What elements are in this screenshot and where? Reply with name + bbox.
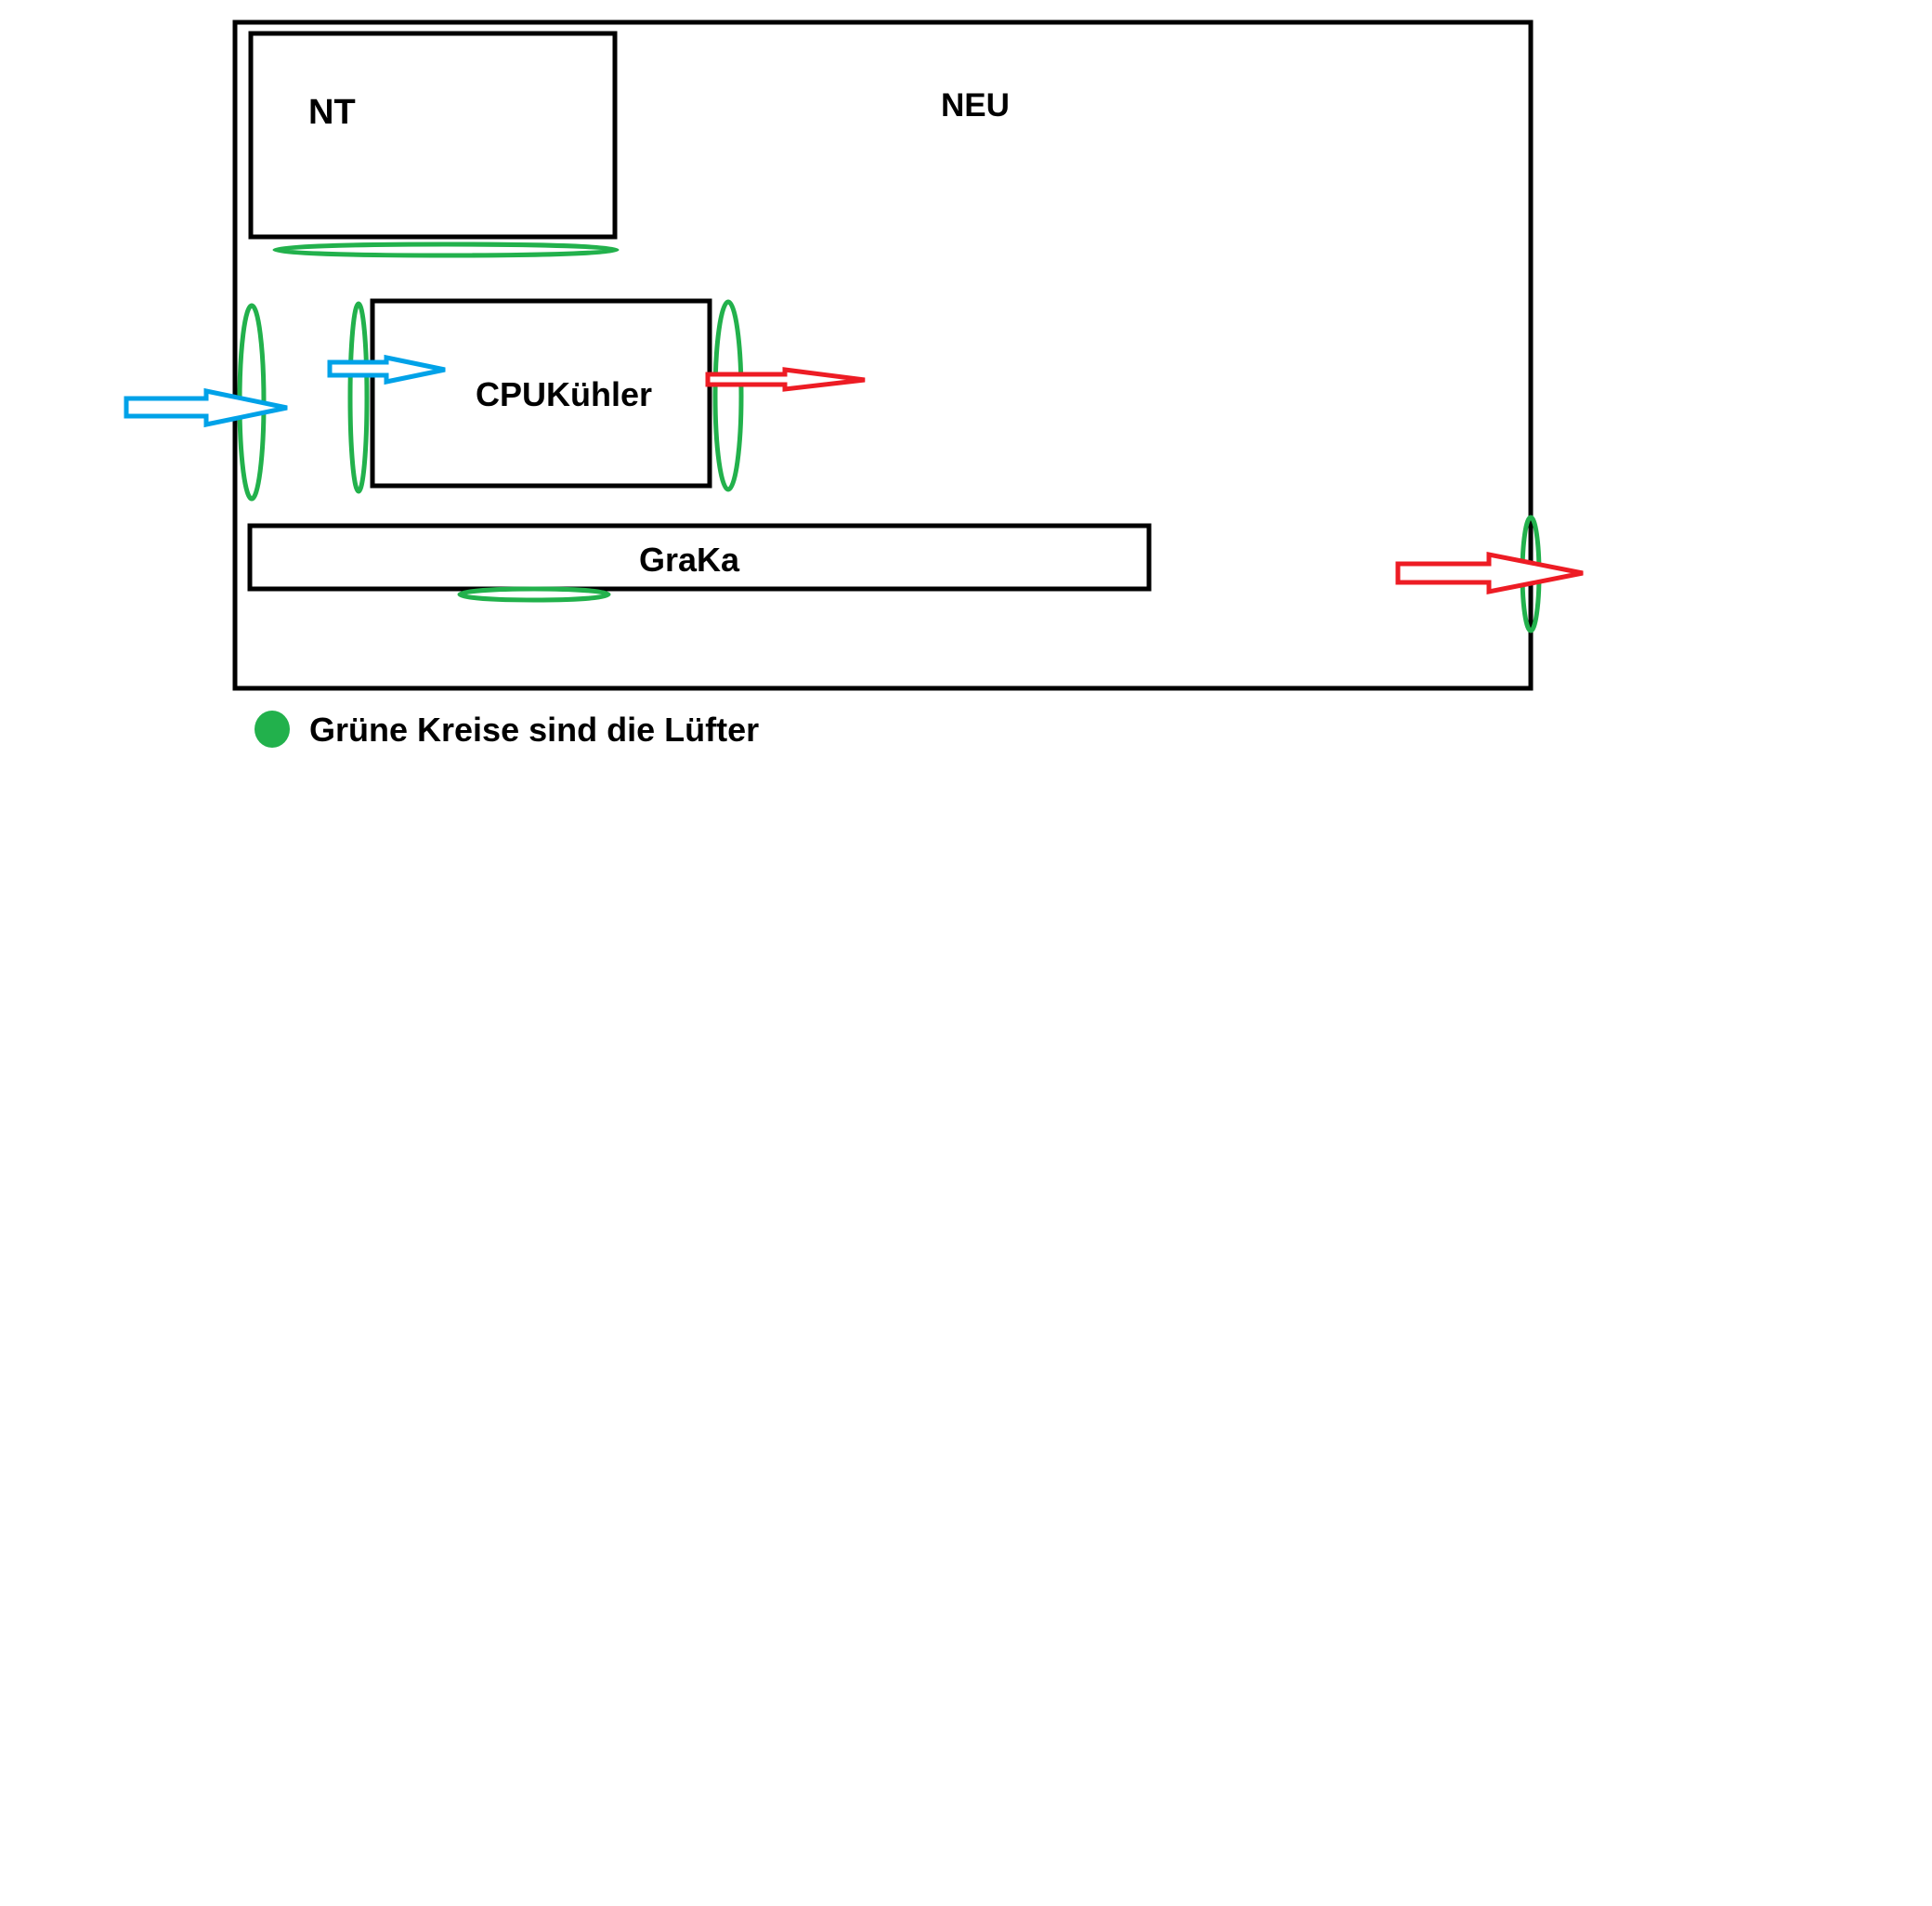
cpu-exhaust-arrow-icon [705,367,866,392]
cpu-cooler-component: CPUKühler [347,298,744,494]
cpu-intake-fan-icon [347,301,370,494]
psu-component: NT [248,31,620,258]
gpu-box [247,523,1152,592]
gpu-component: GraKa [247,523,1152,603]
cpu-intake-arrow-icon [327,354,446,385]
green-dot-icon [255,711,290,748]
psu-label: NT [308,93,356,132]
legend-text: Grüne Kreise sind die Lüfter [309,711,759,749]
front-intake-arrow-icon [124,387,288,428]
cpu-cooler-label: CPUKühler [476,375,652,413]
psu-fan-icon [272,242,620,258]
legend: Grüne Kreise sind die Lüfter [255,711,759,749]
cpu-exhaust-fan-icon [712,299,744,492]
gpu-label: GraKa [639,541,740,579]
diagram-title: NEU [941,87,1010,124]
gpu-fan-icon [457,586,611,603]
psu-box [248,31,618,240]
case-outline [232,20,1534,691]
rear-exhaust-arrow-icon [1395,551,1584,595]
cpu-cooler-box [370,298,712,489]
